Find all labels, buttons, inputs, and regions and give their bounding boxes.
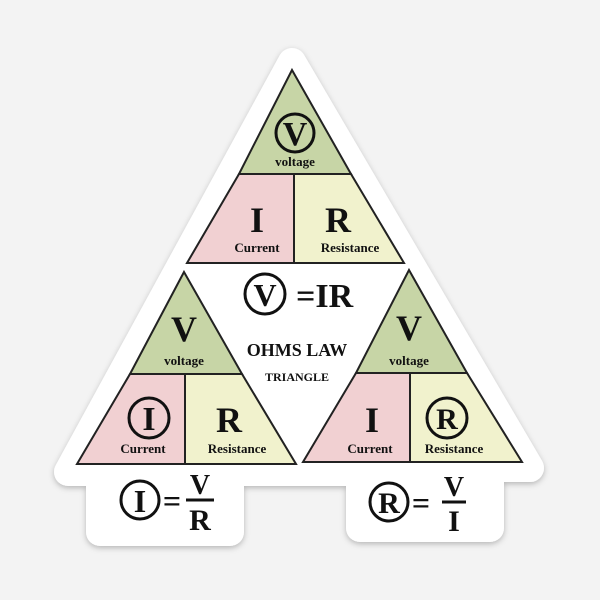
resistance-formula-eq: = bbox=[412, 485, 430, 521]
current-formula-eq: = bbox=[163, 483, 181, 519]
top-resistance-label: Resistance bbox=[321, 240, 380, 255]
title-line1: OHMS LAW bbox=[247, 340, 348, 360]
resistance-formula-numerator: V bbox=[444, 472, 464, 503]
left-resistance-cell bbox=[184, 373, 298, 465]
left-current-circle bbox=[127, 396, 171, 440]
right-resistance-circle bbox=[425, 396, 469, 440]
current-formula-numerator: V bbox=[190, 470, 210, 501]
resistance-formula-denominator: I bbox=[448, 505, 460, 538]
left-current-label: Current bbox=[120, 441, 166, 456]
resistance-formula-circle bbox=[368, 481, 410, 523]
top-voltage-circle bbox=[274, 112, 316, 154]
vir-voltage-symbol: V bbox=[253, 277, 276, 313]
left-resistance-symbol: R bbox=[216, 400, 243, 440]
left-resistance-label: Resistance bbox=[208, 441, 267, 456]
left-current-symbol: I bbox=[142, 401, 155, 438]
right-voltage-symbol: V bbox=[396, 308, 422, 348]
top-triangle bbox=[185, 67, 406, 264]
top-current-symbol: I bbox=[250, 200, 264, 240]
top-voltage-symbol: V bbox=[283, 116, 308, 153]
top-resistance-cell bbox=[293, 173, 406, 264]
title-line2: TRIANGLE bbox=[265, 370, 329, 384]
current-formula-circle bbox=[119, 479, 161, 521]
right-current-label: Current bbox=[347, 441, 393, 456]
left-voltage-symbol: V bbox=[171, 309, 197, 349]
right-resistance-symbol: R bbox=[436, 403, 458, 436]
right-voltage-label: voltage bbox=[389, 353, 429, 368]
top-current-label: Current bbox=[234, 240, 280, 255]
left-voltage-label: voltage bbox=[164, 353, 204, 368]
current-formula-denominator: R bbox=[189, 504, 211, 537]
vir-voltage-circle bbox=[243, 272, 287, 316]
top-resistance-symbol: R bbox=[325, 200, 352, 240]
resistance-formula-lhs: R bbox=[378, 487, 400, 520]
current-formula-lhs: I bbox=[134, 483, 146, 519]
left-triangle bbox=[75, 269, 298, 465]
right-resistance-label: Resistance bbox=[425, 441, 484, 456]
top-voltage-label: voltage bbox=[275, 154, 315, 169]
vir-rhs: =IR bbox=[296, 278, 354, 315]
right-current-symbol: I bbox=[365, 400, 379, 440]
